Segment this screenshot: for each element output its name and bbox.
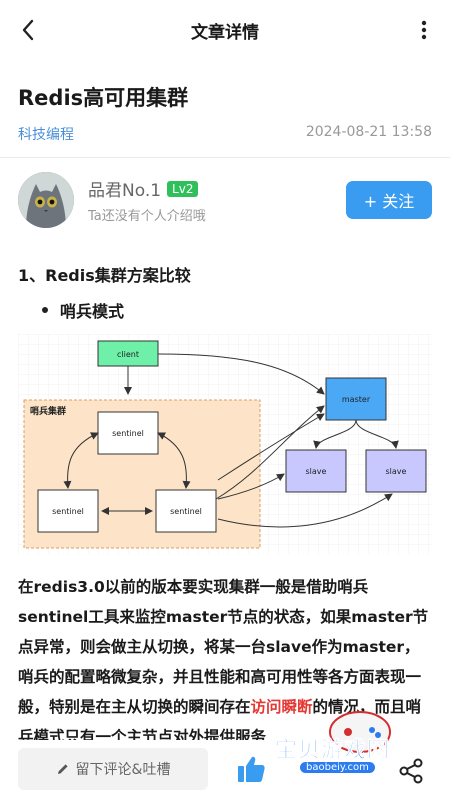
pencil-icon [57,764,68,774]
article-meta: 科技编程 2024-08-21 13:58 [18,124,432,144]
bullet-text: 哨兵模式 [60,302,125,321]
sentinel-node-right-label: sentinel [170,507,202,516]
like-button[interactable] [236,754,268,784]
slave-node-2-label: slave [386,467,407,476]
chevron-left-icon [22,19,34,41]
author-bio: Ta还没有个人介绍哦 [88,209,206,224]
bottom-action-bar: 留下评论&吐槽 宝贝游戏网 baobeiy.com [0,711,450,800]
more-options-button[interactable] [412,16,436,44]
gamepad-watermark-icon [329,711,391,753]
slave-node-2 [365,449,427,493]
sentinel-group-label: 哨兵集群 [30,405,66,417]
diagram-canvas: 哨兵集群 client sentinel sentinel sentinel m… [18,334,432,554]
divider [0,157,450,158]
slave-node-1-label: slave [306,467,327,476]
top-navigation-bar: 文章详情 [0,0,450,60]
thumbs-up-icon [238,756,265,782]
sentinel-node-left [37,489,99,533]
comment-button-label: 留下评论&吐槽 [75,762,171,778]
master-node [325,377,387,421]
sentinel-node-top [97,411,159,455]
section-heading: 1、Redis集群方案比较 [18,266,191,285]
master-node-label: master [342,395,371,404]
watermark-text: 宝贝游戏网 [275,738,391,764]
slave-node-1 [285,449,347,493]
author-card: 品君No.1 Lv2 Ta还没有个人介绍哦 + 关注 [18,172,432,230]
sentinel-node-left-label: sentinel [52,507,84,516]
share-button[interactable] [398,758,424,784]
client-node-label: client [117,350,139,359]
sentinel-diagram[interactable]: 哨兵集群 client sentinel sentinel sentinel m… [18,334,432,554]
sentinel-node-right [155,489,217,533]
level-badge: Lv2 [167,180,199,197]
vertical-dots-icon [421,20,427,40]
bullet-dot [42,307,48,313]
back-button[interactable] [14,16,42,44]
article-date: 2024-08-21 13:58 [305,124,432,140]
cat-avatar-icon [18,172,74,228]
author-name-row: 品君No.1 Lv2 [88,176,199,201]
article-paragraph: 在redis3.0以前的版本要实现集群一般是借助哨兵sentinel工具来监控m… [18,572,432,752]
share-nodes-icon [399,758,423,784]
sentinel-node-top-label: sentinel [112,429,144,438]
bullet-item: 哨兵模式 [42,298,124,322]
comment-button[interactable]: 留下评论&吐槽 [18,748,208,790]
follow-button[interactable]: + 关注 [346,181,432,219]
article-category-link[interactable]: 科技编程 [18,127,74,143]
author-avatar[interactable] [18,172,74,228]
diagram-edges [63,353,399,528]
highlighted-text: 访问瞬断 [250,698,313,716]
watermark-url: baobeiy.com [300,762,375,773]
paragraph-text: 在redis3.0以前的版本要实现集群一般是借助哨兵sentinel工具来监控m… [18,578,429,716]
author-name[interactable]: 品君No.1 [88,181,162,201]
article-title: Redis高可用集群 [18,86,189,110]
page-title: 文章详情 [191,22,259,43]
